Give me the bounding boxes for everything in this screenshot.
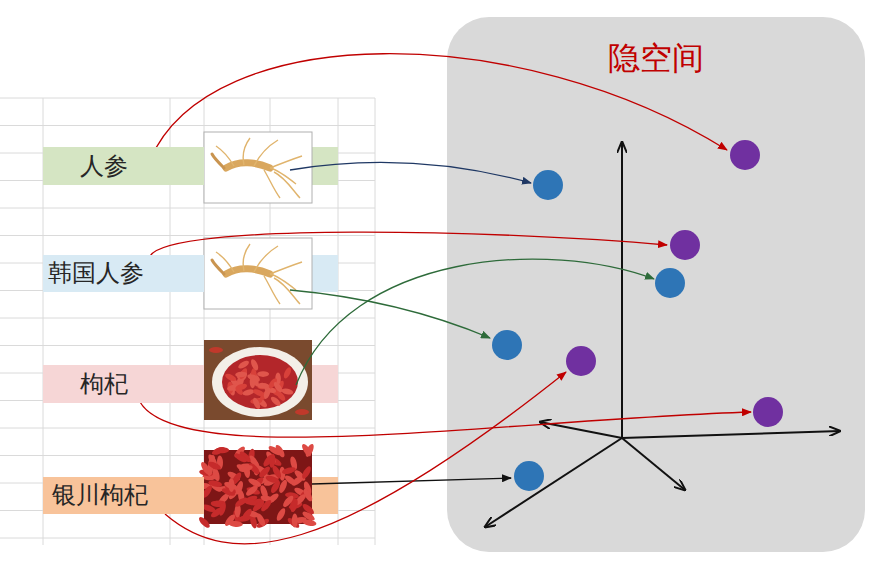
item-label: 枸杞 — [80, 370, 128, 399]
axes — [485, 142, 840, 527]
ginseng-picture — [204, 238, 312, 309]
band-fill — [312, 477, 338, 514]
label-band: 人参 — [43, 147, 204, 185]
mapping-arrows — [140, 54, 751, 544]
item-label: 韩国人参 — [48, 259, 144, 288]
item-label: 银川枸杞 — [52, 481, 148, 510]
ginseng-picture — [204, 132, 312, 203]
label-band: 银川枸杞 — [43, 477, 204, 514]
sheet-grid — [0, 98, 375, 545]
goji-bowl-picture — [204, 340, 312, 420]
label-band: 枸杞 — [43, 365, 204, 403]
panel-fill — [447, 17, 865, 552]
latent-space-panel: 隐空间 — [447, 17, 865, 552]
item-label: 人参 — [80, 152, 128, 181]
goji-pile-picture — [197, 443, 317, 530]
band-fill — [312, 365, 338, 403]
label-band: 韩国人参 — [43, 255, 204, 292]
panel-title: 隐空间 — [608, 39, 704, 77]
latent-points — [492, 140, 783, 491]
band-fill — [312, 255, 338, 292]
